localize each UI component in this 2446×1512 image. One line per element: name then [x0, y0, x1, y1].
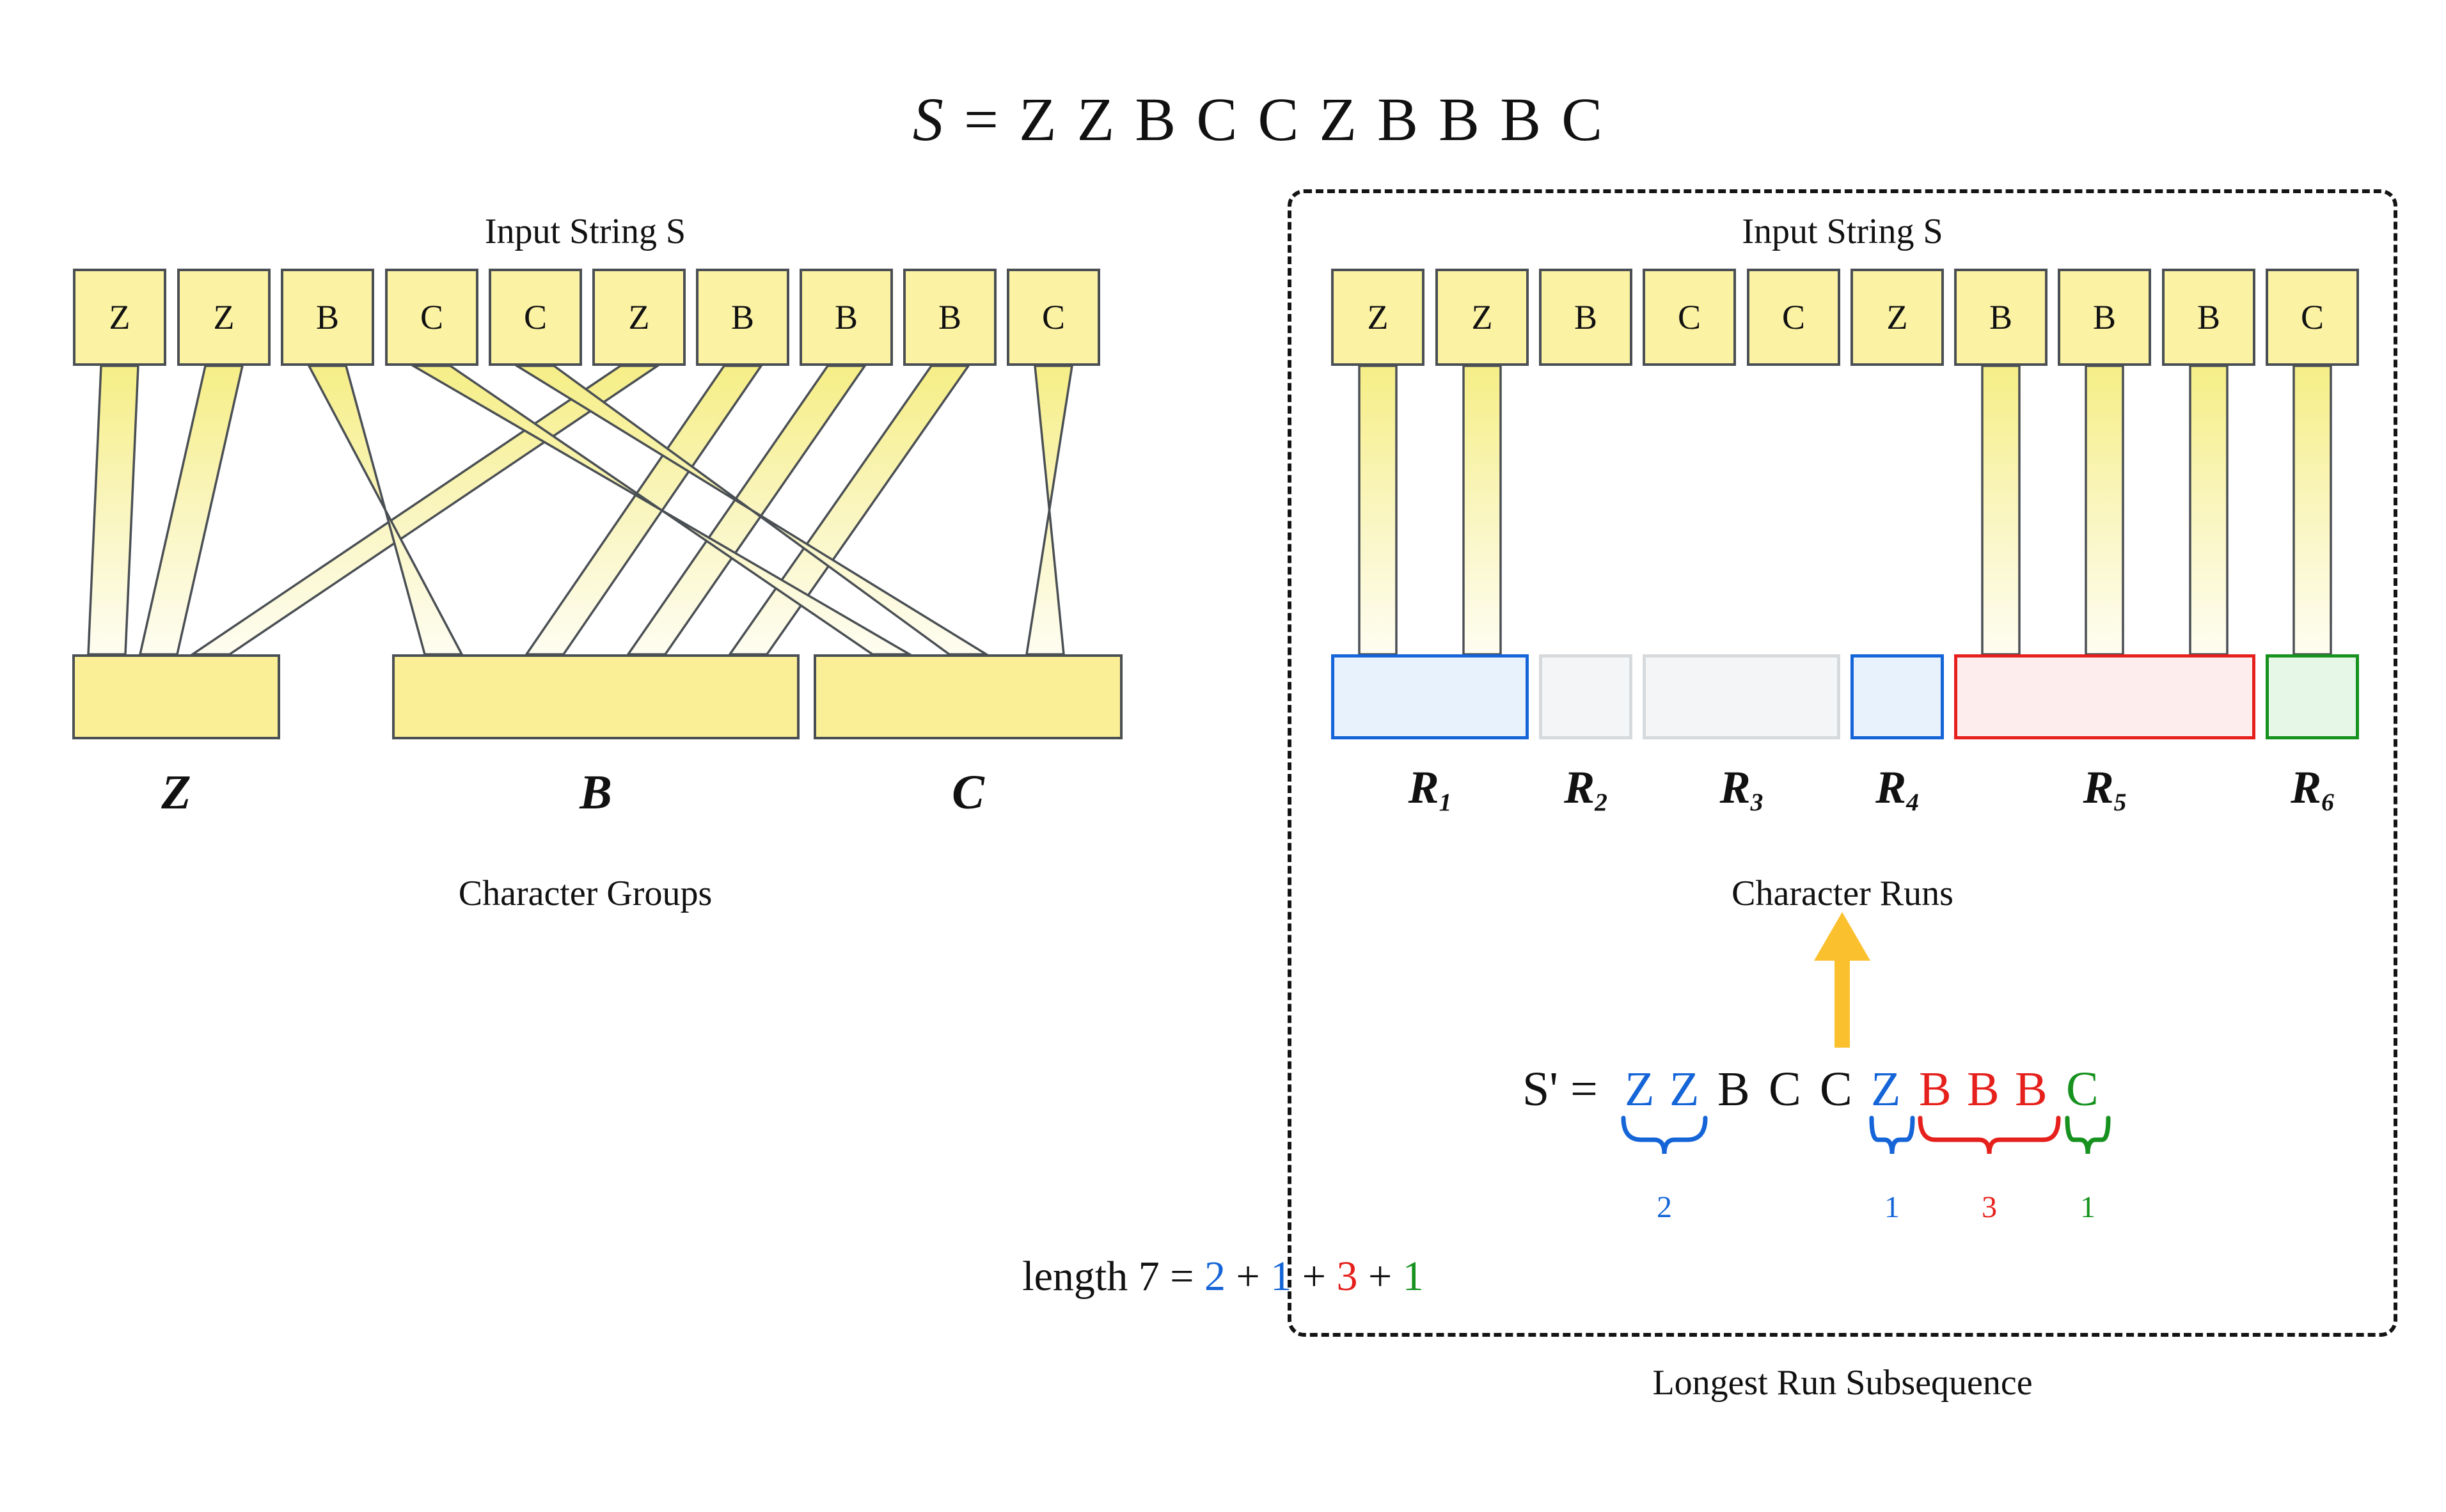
run-count-row: 2 1 3 1 [1522, 1190, 2162, 1228]
character-group-box [814, 654, 1123, 739]
run-box-r1 [1331, 654, 1529, 739]
title-lhs: S [912, 85, 946, 154]
length-term-2: 3 [1336, 1253, 1358, 1300]
run-label-r3: R3 [1643, 761, 1840, 817]
run-label-index: 6 [2321, 787, 2334, 816]
left-char-box: B [903, 269, 997, 366]
brace-group [1621, 1115, 2111, 1154]
right-panel-heading: Input String S [1742, 212, 1943, 251]
sprime-prefix: S' = [1522, 1062, 1598, 1116]
character-group-label: Z [161, 766, 191, 819]
sprime-token-2: B [1717, 1062, 1750, 1116]
length-equation: length 7 = 2 + 1 + 3 + 1 [0, 1252, 2446, 1301]
run-label-index: 3 [1750, 787, 1763, 816]
plus-0: + [1226, 1253, 1271, 1300]
run-label-text: R [1719, 762, 1751, 813]
left-panel-caption: Character Groups [458, 874, 713, 913]
character-group-box [392, 654, 800, 739]
run-label-index: 5 [2113, 787, 2127, 816]
right-char-box: B [1539, 269, 1632, 366]
sprime-token-7: B [1967, 1062, 2000, 1116]
run-count-3: 1 [2080, 1190, 2095, 1224]
page-title: S = Z Z B C C Z B B B C [0, 13, 2446, 226]
character-group-label: C [952, 766, 984, 819]
length-term-0: 2 [1204, 1253, 1226, 1300]
run-box-r5 [1954, 654, 2255, 739]
right-char-box: B [2162, 269, 2255, 366]
right-char-box: Z [1850, 269, 1944, 366]
run-label-text: R [1408, 762, 1439, 813]
run-label-text: R [2083, 762, 2114, 813]
run-label-r2: R2 [1539, 761, 1632, 817]
run-box-r6 [2266, 654, 2359, 739]
run-label-text: R [2291, 762, 2322, 813]
subsequence-line: S' = Z Z B C C Z B B B C [1522, 1062, 2162, 1119]
left-char-box: B [281, 269, 374, 366]
run-count-0: 2 [1657, 1190, 1672, 1224]
sprime-token-9: C [2066, 1062, 2099, 1116]
sprime-token-5: Z [1871, 1062, 1901, 1116]
right-char-box: C [1643, 269, 1736, 366]
right-char-box: C [1747, 269, 1840, 366]
plus-2: + [1357, 1253, 1403, 1300]
plus-1: + [1291, 1253, 1337, 1300]
right-panel-caption: Character Runs [1732, 874, 1953, 913]
character-group-box [72, 654, 280, 739]
sprime-token-4: C [1820, 1062, 1852, 1116]
run-label-text: R [1564, 762, 1595, 813]
run-box-r4 [1850, 654, 1944, 739]
title-sequence: Z Z B C C Z B B B C [1019, 85, 1606, 154]
right-char-box: B [1954, 269, 2048, 366]
left-char-box: C [1007, 269, 1100, 366]
run-label-r5: R5 [1954, 761, 2255, 817]
run-label-index: 1 [1439, 787, 1452, 816]
left-char-box: C [385, 269, 478, 366]
sprime-token-1: Z [1669, 1062, 1700, 1116]
sprime-token-6: B [1919, 1062, 1952, 1116]
outer-caption: Longest Run Subsequence [1652, 1363, 2033, 1403]
left-char-box: B [800, 269, 893, 366]
left-char-box: C [489, 269, 582, 366]
length-label: length 7 = [1022, 1253, 1204, 1300]
run-label-text: R [1875, 762, 1907, 813]
right-char-box: C [2266, 269, 2359, 366]
left-char-box: Z [73, 269, 166, 366]
run-label-index: 2 [1595, 787, 1607, 816]
left-char-box: Z [592, 269, 686, 366]
run-box-r3 [1643, 654, 1840, 739]
right-char-box: Z [1331, 269, 1424, 366]
longest-run-subsequence-container [1288, 189, 2397, 1337]
left-char-box: Z [177, 269, 271, 366]
title-equals: = [945, 85, 1019, 154]
run-label-r1: R1 [1331, 761, 1529, 817]
length-term-1: 1 [1270, 1253, 1292, 1300]
run-box-r2 [1539, 654, 1632, 739]
run-count-1: 1 [1884, 1190, 1900, 1224]
right-char-box: Z [1435, 269, 1529, 366]
sprime-token-8: B [2015, 1062, 2048, 1116]
brace-run4 [1869, 1115, 1915, 1154]
brace-run5 [1918, 1115, 2061, 1154]
up-arrow-icon [1814, 912, 1870, 1048]
run-count-2: 3 [1982, 1190, 1997, 1224]
brace-run6 [2065, 1115, 2111, 1154]
right-char-box: B [2058, 269, 2151, 366]
length-term-3: 1 [1402, 1253, 1424, 1300]
sprime-token-0: Z [1625, 1062, 1655, 1116]
left-char-box: B [696, 269, 789, 366]
run-label-r4: R4 [1850, 761, 1944, 817]
run-label-index: 4 [1906, 787, 1919, 816]
character-group-label: B [580, 766, 612, 819]
brace-run1 [1621, 1115, 1708, 1154]
left-panel-heading: Input String S [484, 212, 686, 251]
run-label-r6: R6 [2266, 761, 2359, 817]
sprime-token-3: C [1769, 1062, 1801, 1116]
